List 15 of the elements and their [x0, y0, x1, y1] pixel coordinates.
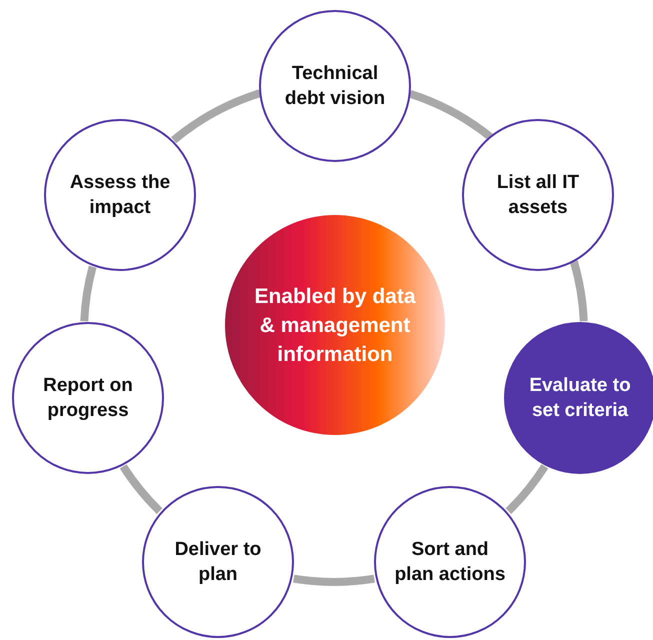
- ring-connector: [293, 574, 375, 586]
- ring-connector: [570, 260, 588, 322]
- step-label: Technical debt vision: [284, 62, 386, 111]
- step-label: Evaluate to set criteria: [528, 374, 632, 423]
- ring-connector: [408, 90, 492, 140]
- ring-connector: [80, 266, 97, 322]
- step-label: List all IT assets: [496, 171, 580, 220]
- ring-connector: [506, 464, 548, 514]
- step-label: Sort and plan actions: [394, 538, 506, 587]
- ring-connector: [171, 90, 262, 144]
- step-label: Deliver to plan: [174, 538, 262, 587]
- step-label: Enabled by data & management information: [253, 284, 417, 368]
- step-label: Report on progress: [42, 374, 134, 423]
- ring-connector: [120, 464, 162, 514]
- step-label: Assess the impact: [68, 171, 172, 220]
